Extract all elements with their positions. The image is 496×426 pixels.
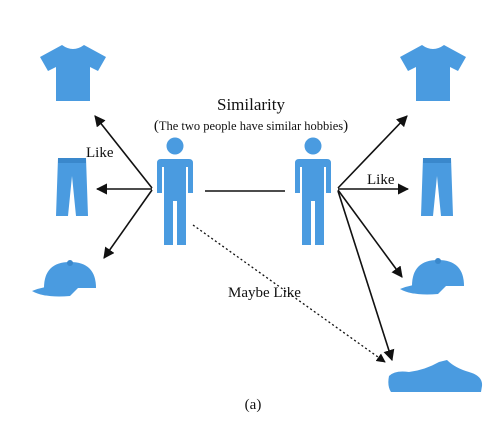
close-paren: ) [343, 118, 349, 134]
open-paren: ( [153, 118, 159, 134]
arrow-right-tshirt [337, 115, 408, 189]
cap-icon-left [32, 260, 96, 297]
cap-icon-right [400, 258, 464, 295]
pants-icon-right [421, 158, 453, 216]
person-icon-right [295, 137, 331, 245]
arrow-right-cap [337, 189, 403, 278]
similarity-subtitle: (The two people have similar hobbies) [0, 118, 496, 135]
arrow-maybe-shoe [192, 224, 386, 363]
arrow-right-shoe [337, 190, 395, 362]
like-label-left: Like [86, 145, 114, 161]
person-icon-left [157, 137, 193, 245]
maybe-like-label: Maybe Like [228, 285, 301, 301]
similarity-subtitle-text: The two people have similar hobbies [158, 119, 344, 133]
tshirt-icon-left [40, 45, 106, 101]
figure-caption: (a) [244, 397, 262, 413]
arrow-left-tshirt [94, 115, 153, 189]
pants-icon-left [56, 158, 88, 216]
similarity-title: Similarity [217, 95, 285, 114]
arrow-left-cap [103, 189, 153, 259]
like-label-right: Like [367, 172, 395, 188]
tshirt-icon-right [400, 45, 466, 101]
shoe-icon-right [388, 360, 483, 392]
